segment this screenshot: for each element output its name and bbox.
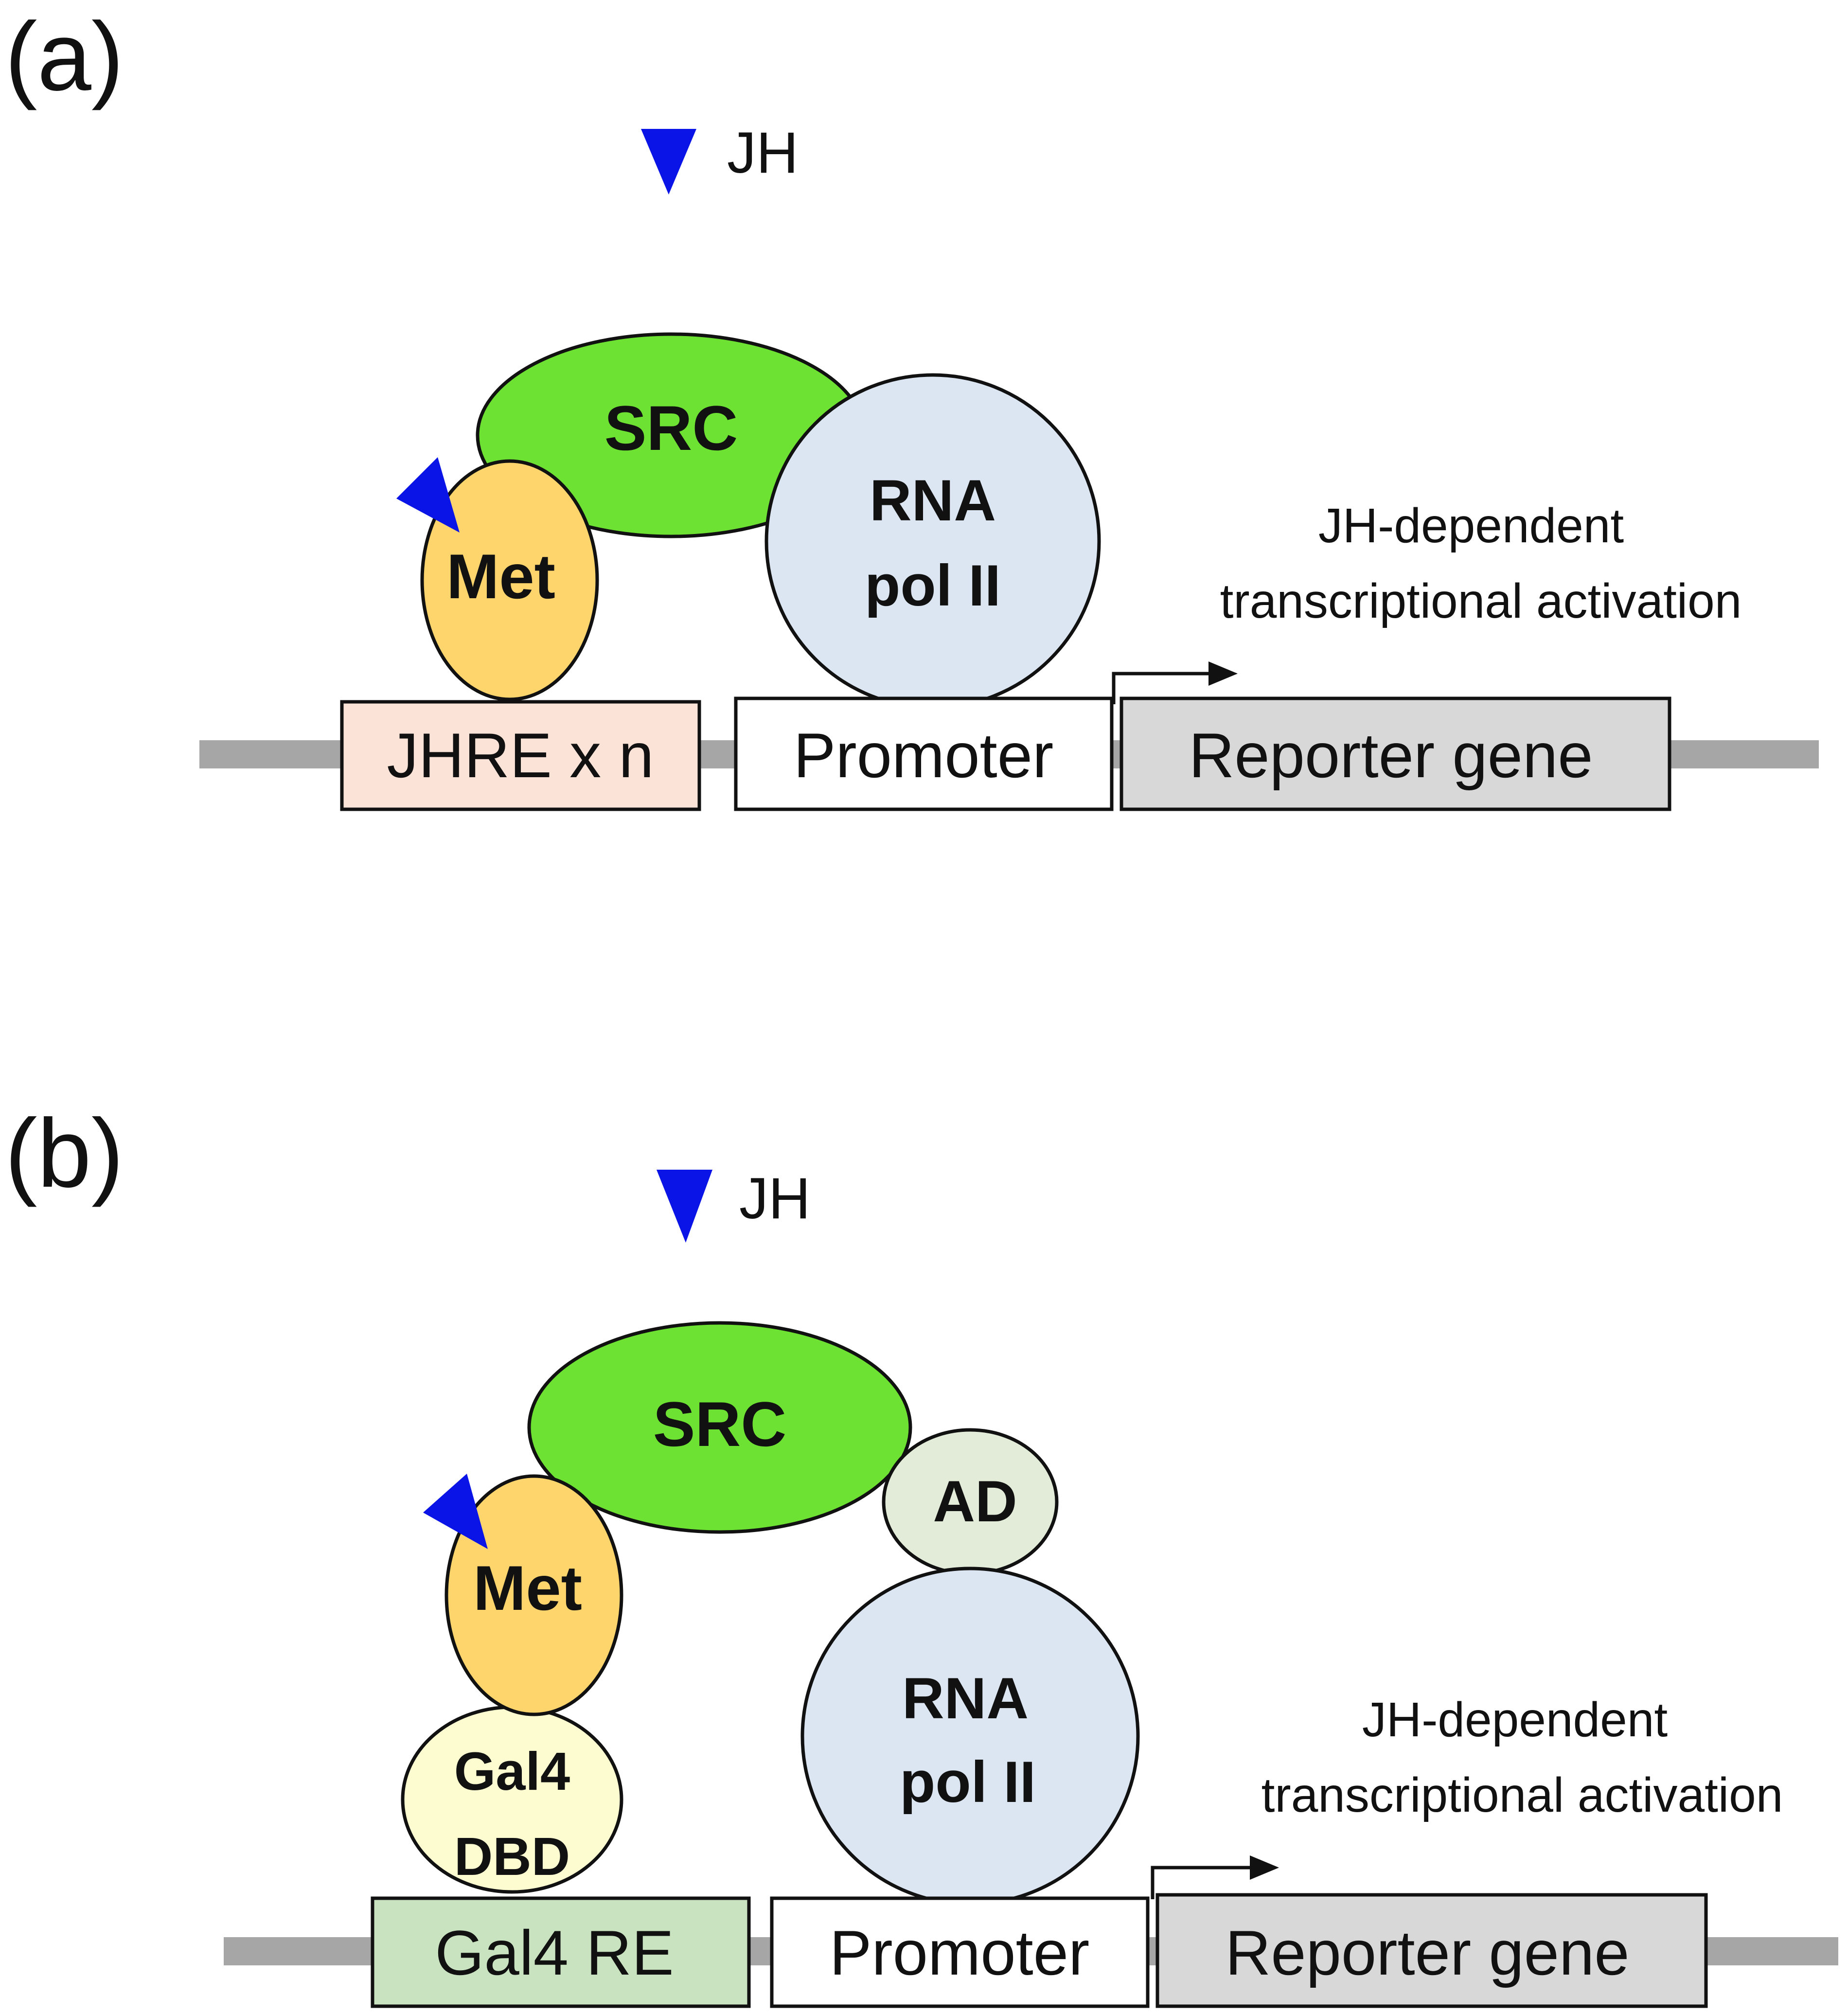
panel-a-label: (a) (5, 2, 124, 111)
promoter-label: Promoter (794, 720, 1054, 791)
reporter-gene-box (1155, 1893, 1708, 2008)
jhre-box (340, 700, 701, 811)
rna-pol-ii-label-line1: RNA (902, 1666, 1029, 1731)
rna-pol-ii-label-line2: pol II (865, 553, 1001, 618)
jhre-label: JHRE x n (387, 720, 654, 791)
panel-a: (a) JH SRC RNA pol II Met JH-dependent t… (5, 2, 1819, 811)
rna-pol-ii (764, 373, 1101, 710)
panel-b: (b) JH SRC AD RNA pol II Gal4 DBD Met JH… (5, 1099, 1838, 2008)
rna-pol-ii-label-line2: pol II (900, 1749, 1036, 1815)
panel-b-label: (b) (5, 1099, 124, 1208)
activation-line2: transcriptional activation (1220, 574, 1742, 628)
rna-pol-ii (800, 1567, 1140, 1906)
met-receptor (420, 459, 599, 701)
tss-arrowhead-icon (1208, 661, 1238, 686)
src-label: SRC (604, 392, 738, 463)
src-coactivator (527, 1321, 912, 1534)
reporter-gene-label: Reporter gene (1189, 720, 1593, 791)
met-receptor (444, 1474, 623, 1716)
jh-label: JH (727, 120, 799, 185)
met-label: Met (473, 1552, 582, 1623)
jh-label: JH (739, 1166, 811, 1231)
promoter-box (734, 696, 1114, 811)
activation-line1: JH-dependent (1362, 1693, 1668, 1747)
tss-arrow-line (1151, 1866, 1257, 1899)
jh-ligand-icon (657, 1170, 712, 1243)
gal4-dbd-label-line1: Gal4 (454, 1742, 570, 1801)
bound-jh-icon (423, 1474, 488, 1549)
promoter-box (770, 1896, 1150, 2008)
bound-jh-icon (396, 457, 460, 533)
promoter-label: Promoter (830, 1917, 1090, 1988)
reporter-gene-box (1119, 696, 1671, 811)
met-label: Met (446, 541, 555, 612)
activation-line2: transcriptional activation (1262, 1768, 1783, 1822)
rna-pol-ii-label-line1: RNA (870, 468, 996, 533)
jh-ligand-icon (641, 129, 696, 195)
tss-arrow-line (1112, 672, 1216, 704)
gal4-dbd-label-line2: DBD (454, 1827, 570, 1887)
gal4-re-label: Gal4 RE (435, 1917, 674, 1988)
gal4-re-box (371, 1896, 751, 2008)
src-label: SRC (653, 1389, 786, 1460)
ad-label: AD (933, 1469, 1017, 1534)
activation-line1: JH-dependent (1318, 499, 1624, 553)
tss-arrowhead-icon (1250, 1855, 1279, 1880)
reporter-gene-label: Reporter gene (1225, 1917, 1629, 1988)
